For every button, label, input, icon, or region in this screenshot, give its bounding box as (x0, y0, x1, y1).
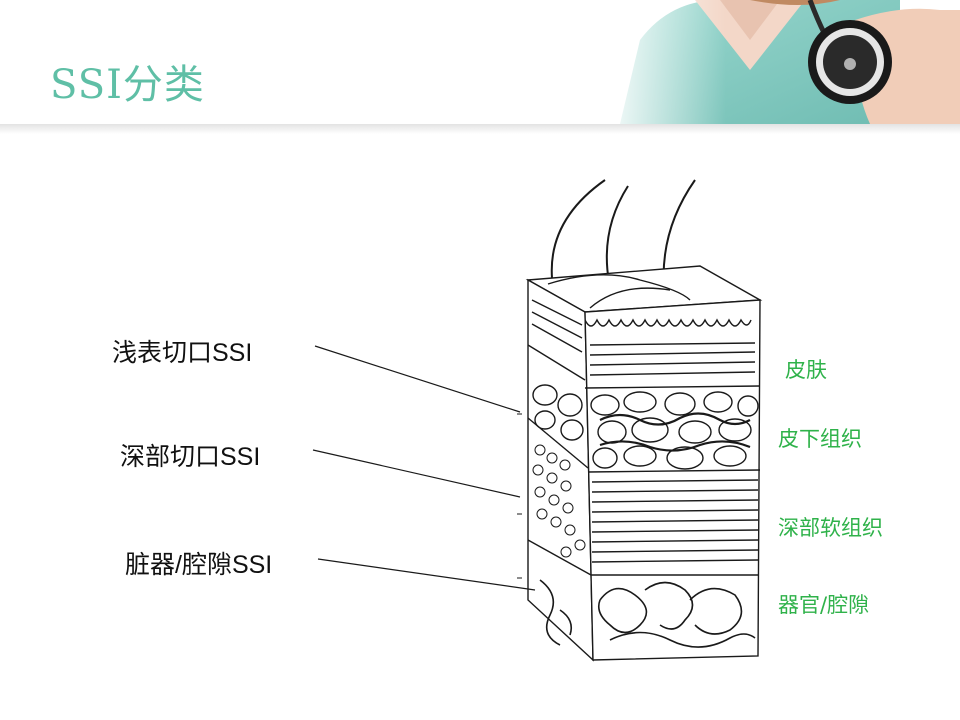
label-deep-incisional-ssi: 深部切口SSI (120, 443, 261, 471)
label-superficial-incisional-ssi: 浅表切口SSI (112, 339, 253, 367)
block-front-face (584, 299, 761, 661)
slide-title: SSI分类 (50, 62, 205, 108)
label-organ-space-ssi: 脏器/腔隙SSI (125, 551, 273, 579)
slide-header: SSI分类 (0, 0, 960, 128)
epidermis-line (584, 318, 752, 327)
intestine-loops (539, 579, 756, 648)
label-deep-soft-tissue: 深部软组织 (778, 516, 883, 540)
header-divider (0, 124, 960, 134)
leader-line-deep (312, 449, 521, 498)
muscle-fibers (591, 479, 759, 563)
label-subcutaneous-tissue: 皮下组织 (778, 427, 862, 451)
block-side-face (527, 278, 594, 662)
label-organ-space: 器官/腔隙 (778, 593, 870, 617)
label-skin: 皮肤 (785, 358, 827, 382)
hair-strand (550, 179, 606, 279)
hair-strand (605, 185, 629, 283)
leader-line-organ-space (317, 558, 536, 591)
doctor-stethoscope-photo (600, 0, 960, 124)
leader-line-superficial (314, 345, 521, 413)
deep-tissue-texture (532, 444, 586, 558)
